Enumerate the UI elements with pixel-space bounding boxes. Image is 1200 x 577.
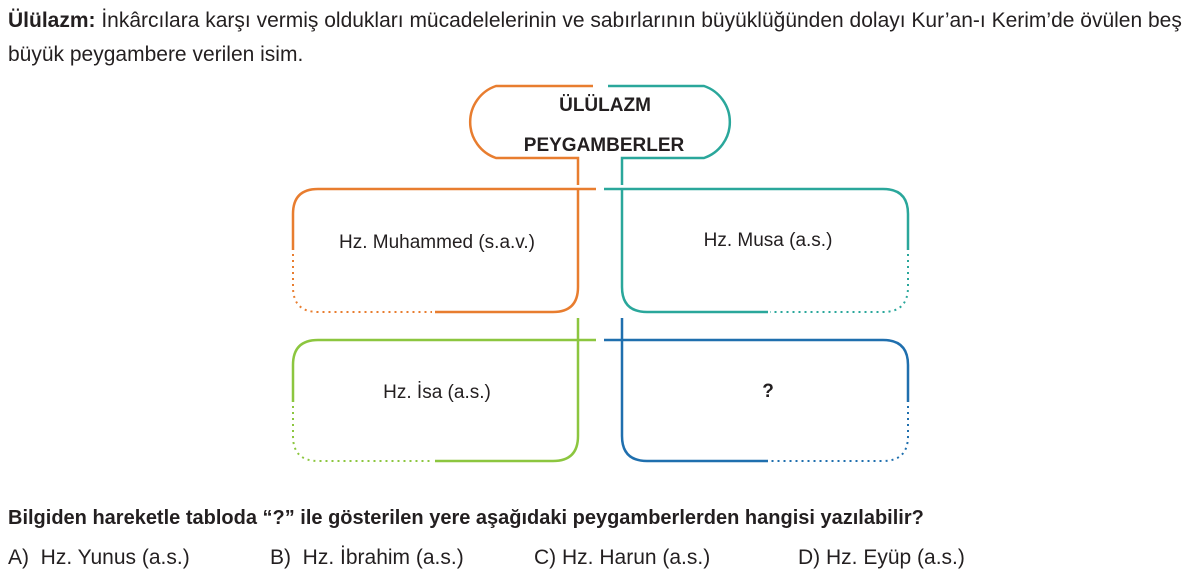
option-text: Hz. Harun (a.s.) [562,546,711,569]
box-muhammed-side [435,189,580,314]
option-letter: C) [534,546,557,569]
diagram-title-line2: PEYGAMBERLER [523,135,685,156]
box-label-unknown: ? [762,381,774,402]
option-text: Hz. Yunus (a.s.) [40,546,190,569]
option-letter: B) [270,546,291,569]
option-c[interactable]: C) Hz. Harun (a.s.) [534,546,710,570]
diagram-title-line1: ÜLÜLAZM [559,95,651,116]
box-isa-dotted [292,406,432,462]
box-musa-solid [604,187,910,250]
title-capsule-right [608,84,732,185]
option-text: Hz. Eyüp (a.s.) [826,546,965,569]
definition-term: Ülülazm: [8,9,96,32]
box-unknown-side [620,318,768,463]
box-muhammed-solid [291,187,596,250]
option-d[interactable]: D) Hz. Eyüp (a.s.) [798,546,965,570]
box-label-musa: Hz. Musa (a.s.) [703,230,833,251]
option-a[interactable]: A) Hz. Yunus (a.s.) [8,546,190,570]
question-text: Bilgiden hareketle tabloda “?” ile göste… [8,507,924,529]
option-letter: A) [8,546,29,569]
box-unknown-solid [604,338,910,402]
option-text: Hz. İbrahim (a.s.) [302,546,464,569]
option-letter: D) [798,546,821,569]
box-isa-solid [291,338,596,402]
box-muhammed-dotted [292,254,432,313]
box-unknown-dotted [770,406,909,462]
box-isa-side [435,318,580,463]
box-musa-side [620,189,768,314]
box-label-isa: Hz. İsa (a.s.) [383,382,491,403]
definition-text: İnkârcılara karşı vermiş oldukları mücad… [8,9,1182,66]
option-b[interactable]: B) Hz. İbrahim (a.s.) [270,546,464,570]
definition-paragraph: Ülülazm: İnkârcılara karşı vermiş oldukl… [8,4,1198,72]
box-label-muhammed: Hz. Muhammed (s.a.v.) [338,232,536,253]
box-musa-dotted [770,254,909,313]
title-capsule-left [468,84,593,185]
